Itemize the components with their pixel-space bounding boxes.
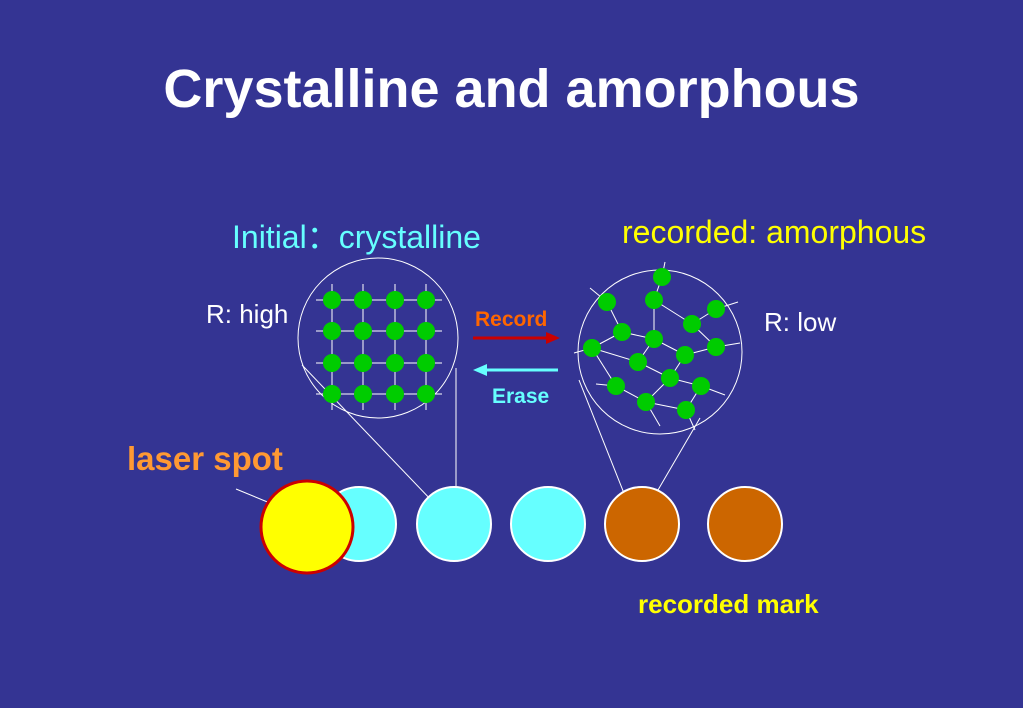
amorphous-atom [613,323,631,341]
amorphous-atom [661,369,679,387]
laser-spot [259,479,355,575]
recorded-mark-disc [604,486,680,562]
erase-arrow [473,364,558,376]
label-reflectivity-low: R: low [764,307,837,337]
amorphous-atom [707,338,725,356]
label-recorded-amorphous: recorded: amorphous [622,214,927,250]
amorphous-network [573,261,743,435]
amorphous-atom [683,315,701,333]
label-record: Record [475,308,548,331]
crystal-atom [417,291,435,309]
crystal-atom [386,385,404,403]
crystal-atom [323,322,341,340]
amorphous-atom [692,377,710,395]
slide-title: Crystalline and amorphous [163,59,860,119]
amorphous-atom [583,339,601,357]
crystal-atom [354,385,372,403]
label-erase: Erase [492,385,550,408]
crystal-atom [323,291,341,309]
crystalline-disc [416,486,492,562]
crystal-atom [386,322,404,340]
amorphous-atom [653,268,671,286]
amorphous-atom [607,377,625,395]
crystal-atom [417,385,435,403]
label-laser-spot: laser spot [127,440,283,477]
crystal-atom [417,322,435,340]
crystal-atom [417,354,435,372]
crystal-atom [386,354,404,372]
amorphous-atom [707,300,725,318]
label-reflectivity-high: R: high [206,299,289,329]
label-recorded-mark: recorded mark [638,589,819,619]
crystal-atom [354,322,372,340]
amorphous-atom [677,401,695,419]
recorded-mark-disc [707,486,783,562]
amorphous-atom [645,291,663,309]
crystalline-lattice [297,257,459,419]
crystalline-disc [510,486,586,562]
amorphous-atom [629,353,647,371]
record-arrow [473,332,560,344]
crystalline-magnifier-circle [297,257,459,419]
amorphous-atom [637,393,655,411]
amorphous-atom [676,346,694,364]
crystal-atom [386,291,404,309]
label-initial-crystalline: Initial：crystalline [232,219,481,255]
amorphous-atom [645,330,663,348]
disc-row [321,486,783,562]
crystal-atom [323,385,341,403]
crystal-atom [354,291,372,309]
crystal-atom [323,354,341,372]
crystal-atom [354,354,372,372]
amorphous-atom [598,293,616,311]
